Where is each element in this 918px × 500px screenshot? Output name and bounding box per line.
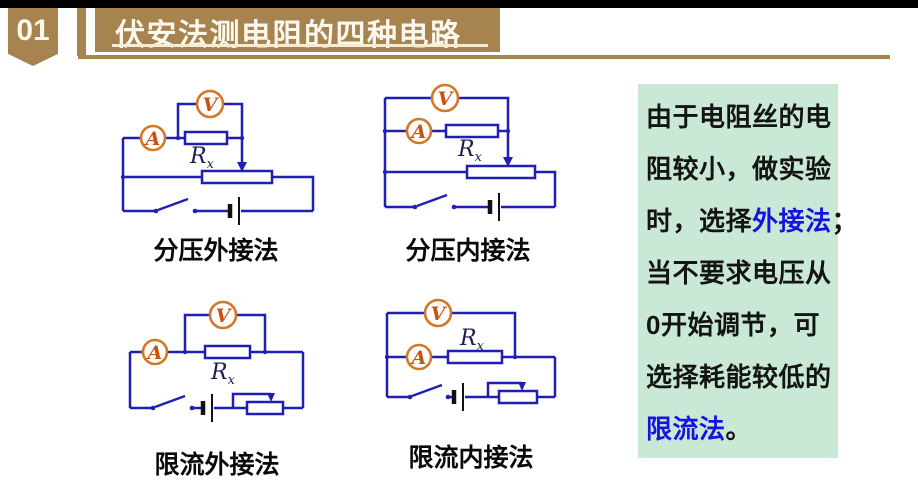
junction-dot: [382, 169, 388, 175]
switch-pivot-dot: [153, 208, 159, 214]
voltmeter-icon: [430, 83, 460, 113]
note-line: 限流法。: [646, 403, 832, 455]
slider-arrow: [237, 162, 247, 172]
potentiometer-box: [200, 169, 274, 185]
title-underline: [112, 44, 488, 47]
ammeter-icon: [139, 124, 167, 152]
junction-dot: [512, 354, 518, 360]
circuit-caption: 限流外接法: [154, 451, 280, 479]
note-text: ；: [831, 206, 859, 236]
voltmeter-label: V: [438, 88, 455, 110]
header-accent-stripe: [77, 8, 86, 56]
rheostat-tap-wire: [231, 392, 271, 408]
top-black-bar: [0, 0, 918, 8]
wire: [458, 96, 510, 131]
note-panel: 由于电阻丝的电 阻较小，做实验 时，选择外接法； 当不要求电压从 0开始调节，可…: [638, 84, 858, 458]
voltmeter-label: V: [216, 305, 233, 327]
note-text: 时，选择: [646, 206, 753, 236]
resistor-rx-label: Rx: [459, 326, 485, 354]
circuit-diagram-voltage-divider-external: A V Rx: [120, 89, 315, 225]
circuit-diagram-voltage-divider-internal: A V Rx: [382, 83, 557, 221]
note-line: 选择耗能较低的: [646, 351, 832, 403]
switch-contact-dot: [189, 405, 195, 411]
circuit-caption: 限流内接法: [408, 444, 534, 472]
ammeter-label: A: [410, 347, 427, 369]
header-rule-line: [78, 55, 890, 59]
note-text: 由于电阻丝的电: [646, 102, 832, 132]
ammeter-icon: [405, 343, 433, 371]
switch-contact-dot: [451, 204, 457, 210]
wire: [236, 313, 267, 352]
switch-contact-dot: [192, 208, 198, 214]
voltmeter-icon: [423, 298, 453, 328]
ammeter-label: A: [144, 128, 161, 150]
junction-dot: [175, 135, 181, 141]
page-title: 伏安法测电阻的四种电路: [115, 19, 462, 52]
note-highlight-current-limiting-method: 限流法: [646, 414, 726, 444]
note-text: 0开始调节，可: [646, 310, 820, 340]
junction-dot: [384, 354, 390, 360]
resistor-rx-label: Rx: [210, 360, 236, 388]
slider-arrow: [518, 382, 526, 391]
voltmeter-label: V: [431, 303, 448, 325]
switch-pivot-dot: [412, 204, 418, 210]
note-line: 当不要求电压从: [646, 247, 832, 299]
note-line: 阻较小，做实验: [646, 143, 832, 195]
wire: [183, 313, 210, 352]
resistor-rx-label: Rx: [189, 144, 215, 172]
switch-blade: [416, 193, 448, 208]
note-text: 当不要求电压从: [646, 258, 832, 288]
rheostat-box: [245, 400, 285, 416]
resistor-box: [203, 344, 252, 360]
junction-dot: [182, 349, 188, 355]
ammeter-icon: [405, 117, 433, 145]
circuit-diagram-current-limiting-external: A V Rx: [128, 300, 305, 422]
note-line: 时，选择外接法；: [646, 195, 858, 247]
switch-pivot-dot: [150, 405, 156, 411]
junction-dot: [120, 174, 126, 180]
switch-contact-dot: [445, 394, 451, 400]
wire: [272, 175, 315, 211]
resistor-box: [183, 130, 229, 146]
wire: [451, 311, 517, 357]
wire: [535, 170, 557, 207]
switch-blade: [411, 383, 443, 398]
note-highlight-external-method: 外接法: [752, 206, 832, 236]
junction-dot: [505, 128, 511, 134]
resistor-box: [446, 349, 504, 365]
switch-pivot-dot: [407, 394, 413, 400]
title-banner: 伏安法测电阻的四种电路: [95, 8, 500, 52]
section-number-badge: 01: [8, 8, 58, 66]
wire: [223, 102, 244, 138]
circuit-caption: 分压外接法: [153, 237, 279, 265]
circuit-caption: 分压内接法: [405, 237, 531, 265]
note-line: 0开始调节，可: [646, 299, 832, 351]
wire: [176, 102, 197, 138]
resistor-box: [444, 123, 500, 139]
voltmeter-label: V: [203, 94, 220, 116]
ammeter-icon: [141, 338, 169, 366]
slider-arrow: [503, 157, 513, 167]
note-line: 由于电阻丝的电: [646, 91, 832, 143]
junction-dot: [262, 349, 268, 355]
switch-blade: [154, 394, 186, 409]
switch-blade: [157, 197, 189, 212]
note-text: 。: [725, 414, 753, 444]
ammeter-label: A: [410, 121, 427, 143]
junction-dot: [382, 128, 388, 134]
voltmeter-icon: [195, 89, 225, 119]
junction-dot: [239, 135, 245, 141]
potentiometer-box: [465, 164, 537, 180]
slider-arrow: [267, 393, 275, 402]
rheostat-box: [497, 389, 539, 405]
circuit-diagram-current-limiting-internal: A V Rx: [384, 298, 557, 411]
voltmeter-icon: [208, 300, 238, 330]
note-text: 选择耗能较低的: [646, 362, 832, 392]
rheostat-tap-wire: [486, 381, 522, 397]
note-text: 阻较小，做实验: [646, 154, 832, 184]
ammeter-label: A: [146, 342, 163, 364]
resistor-rx-label: Rx: [457, 137, 483, 165]
